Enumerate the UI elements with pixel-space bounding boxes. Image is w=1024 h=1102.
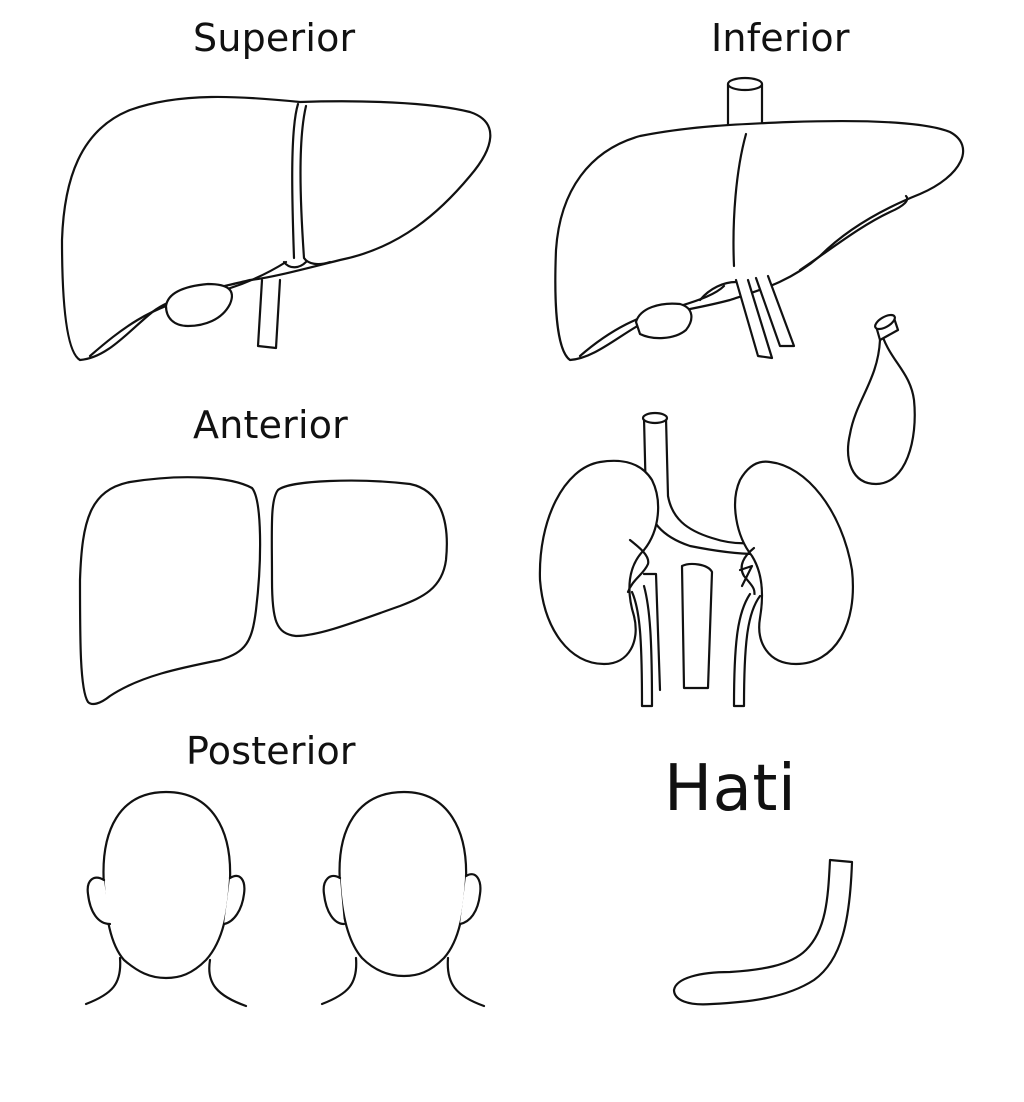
liver-superior-view bbox=[60, 95, 492, 362]
liver-superior-fissure bbox=[291, 102, 300, 260]
curved-duct bbox=[672, 858, 854, 1006]
gallbladder-superior bbox=[164, 282, 234, 328]
liver-inferior-fissure bbox=[732, 132, 748, 268]
figure-title: Hati bbox=[664, 752, 797, 826]
label-inferior: Inferior bbox=[711, 16, 850, 60]
gallbladder-standalone bbox=[846, 313, 916, 486]
gallbladder-inferior bbox=[634, 302, 693, 340]
vessel-inferior-right bbox=[754, 274, 796, 348]
aorta-kidneys-opening bbox=[641, 411, 669, 425]
vessel-inferior-left bbox=[734, 278, 774, 360]
liver-inferior-hilum bbox=[698, 280, 738, 302]
head-left-ear-right bbox=[222, 874, 246, 926]
kidney-right bbox=[734, 460, 854, 666]
inferior-vena-cava bbox=[680, 562, 714, 690]
renal-hilum-right bbox=[740, 546, 756, 600]
liver-inferior-outline bbox=[554, 119, 965, 362]
head-right-neck bbox=[320, 956, 486, 1008]
ureter-left-inner bbox=[642, 572, 662, 692]
label-posterior: Posterior bbox=[186, 729, 356, 773]
head-left-ear-left bbox=[86, 876, 112, 926]
liver-anterior-left-lobe bbox=[78, 476, 262, 706]
vena-cava-superior bbox=[256, 278, 282, 350]
kidneys-view bbox=[538, 411, 854, 708]
kidney-left bbox=[538, 459, 660, 666]
ureter-right-outer bbox=[732, 592, 762, 708]
liver-superior-notch bbox=[282, 260, 308, 269]
ureter-right-inner bbox=[738, 564, 754, 588]
head-left bbox=[84, 790, 248, 1008]
liver-anterior-right-lobe bbox=[270, 479, 448, 638]
label-anterior: Anterior bbox=[193, 403, 349, 447]
head-right-ear-right bbox=[458, 873, 482, 926]
renal-hilum-left bbox=[626, 538, 650, 594]
head-right-outline bbox=[338, 790, 468, 978]
liver-inferior-lower-lobe bbox=[798, 194, 909, 272]
posterior-heads bbox=[84, 790, 486, 1008]
head-left-outline bbox=[102, 790, 232, 980]
label-superior: Superior bbox=[193, 16, 356, 60]
liver-superior-right-lobe-edge bbox=[299, 104, 332, 266]
head-right bbox=[320, 790, 486, 1008]
aorta-opening-inferior bbox=[726, 76, 764, 92]
curved-duct-outline bbox=[672, 858, 854, 1006]
gallbladder-standalone-opening bbox=[874, 313, 896, 331]
liver-anterior-view bbox=[78, 476, 448, 706]
gallbladder-standalone-body bbox=[846, 326, 916, 486]
ureter-left-outer bbox=[630, 584, 654, 708]
head-left-neck bbox=[84, 956, 248, 1008]
head-right-ear-left bbox=[322, 874, 346, 926]
liver-inferior-view bbox=[554, 76, 965, 362]
